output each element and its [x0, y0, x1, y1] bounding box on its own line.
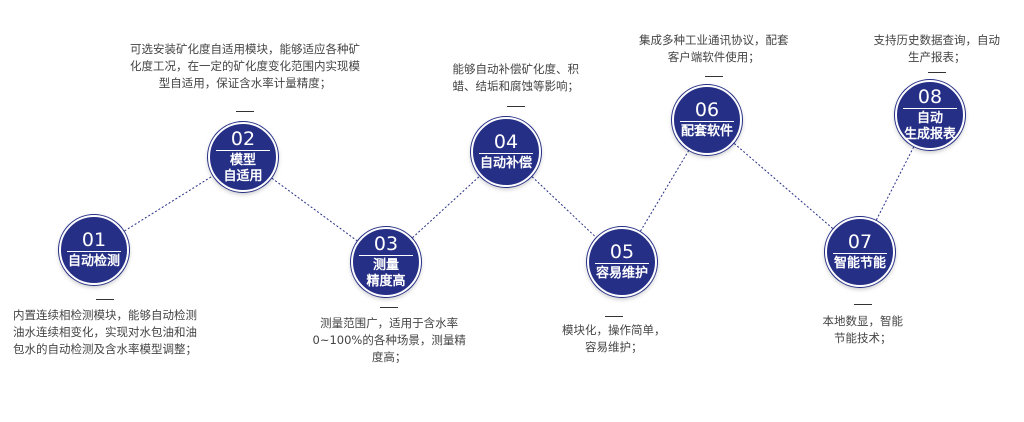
- desc-tick: [380, 307, 398, 308]
- step-divider: [595, 263, 649, 264]
- step-node-03: 03 测量精度高: [351, 227, 421, 297]
- step-number: 05: [609, 241, 635, 263]
- description-line: 油水连续相变化，实现对水包油和油: [13, 325, 197, 339]
- desc-tick: [507, 106, 525, 107]
- step-node-01: 01 自动检测: [59, 215, 129, 285]
- desc-tick: [236, 111, 254, 112]
- step-title: 配套软件: [680, 124, 733, 139]
- step-description-07: 本地数显，智能节能技术；: [823, 313, 904, 347]
- step-number: 07: [847, 231, 873, 253]
- description-line: 模块化，操作简单，: [562, 323, 666, 337]
- desc-tick: [96, 299, 114, 300]
- step-number: 06: [694, 99, 720, 121]
- description-line: 能够自动补偿矿化度、积: [452, 62, 580, 76]
- step-divider: [680, 121, 734, 122]
- step-title: 自动检测: [67, 254, 120, 269]
- step-title: 自动: [916, 111, 943, 126]
- step-node-05: 05 容易维护: [587, 227, 657, 297]
- step-divider: [216, 150, 270, 151]
- step-number: 08: [917, 86, 943, 108]
- description-line: 可选安装矿化度自适用模块，能够适应各种矿: [130, 42, 360, 56]
- step-node-08: 08 自动生成报表: [895, 80, 965, 150]
- connector-3-4: [385, 151, 507, 263]
- description-line: 容易维护；: [585, 340, 643, 354]
- step-node-04: 04 自动补偿: [471, 117, 541, 187]
- step-divider: [833, 253, 887, 254]
- step-description-04: 能够自动补偿矿化度、积蜡、结垢和腐蚀等影响；: [453, 61, 580, 95]
- step-title: 自动补偿: [479, 156, 532, 171]
- step-number: 01: [81, 229, 107, 251]
- step-title: 自适用: [223, 169, 263, 184]
- desc-tick: [705, 76, 723, 77]
- step-divider: [67, 251, 121, 252]
- step-node-02: 02 模型自适用: [208, 122, 278, 192]
- step-divider: [479, 153, 533, 154]
- step-number: 02: [230, 128, 256, 150]
- step-title: 精度高: [366, 274, 406, 289]
- step-node-07: 07 智能节能: [825, 217, 895, 287]
- description-line: 节能技术；: [834, 331, 892, 345]
- description-line: 客户端软件使用；: [667, 50, 760, 64]
- description-line: 0~100%的各种场景，测量精: [312, 333, 466, 347]
- step-divider: [359, 255, 413, 256]
- step-description-06: 集成多种工业通讯协议，配套客户端软件使用；: [639, 32, 789, 66]
- description-line: 支持历史数据查询，自动: [873, 33, 1001, 47]
- step-description-05: 模块化，操作简单， 容易维护；: [562, 322, 666, 356]
- description-line: 生产报表；: [908, 50, 966, 64]
- step-description-02: 可选安装矿化度自适用模块，能够适应各种矿化度工况，在一定的矿化度变化范围内实现模…: [130, 41, 360, 92]
- desc-tick: [854, 304, 872, 305]
- description-line: 本地数显，智能: [822, 314, 904, 328]
- step-description-03: 测量范围广，适用于含水率 0~100%的各种场景，测量精度高；: [313, 315, 466, 366]
- description-line: 度高；: [371, 350, 407, 364]
- description-line: 化度工况，在一定的矿化度变化范围内实现模: [130, 59, 360, 73]
- step-description-08: 支持历史数据查询，自动生产报表；: [874, 32, 1001, 66]
- step-divider: [903, 108, 957, 109]
- description-line: 内置连续相检测模块，能够自动检测: [13, 308, 197, 322]
- desc-tick: [928, 72, 946, 73]
- step-number: 03: [373, 233, 399, 255]
- description-line: 包水的自动检测及含水率模型调整；: [13, 342, 197, 356]
- step-description-01: 内置连续相检测模块，能够自动检测油水连续相变化，实现对水包油和油包水的自动检测及…: [13, 307, 197, 358]
- description-line: 测量范围广，适用于含水率: [320, 316, 459, 330]
- step-title: 生成报表: [903, 127, 956, 142]
- step-number: 04: [493, 131, 519, 153]
- step-title: 智能节能: [833, 256, 886, 271]
- description-line: 集成多种工业通讯协议，配套: [639, 33, 789, 47]
- description-line: 蜡、结垢和腐蚀等影响；: [452, 79, 580, 93]
- description-line: 型自适用，保证含水率计量精度；: [158, 76, 332, 90]
- desc-tick: [605, 316, 623, 317]
- step-title: 容易维护: [595, 266, 648, 281]
- step-node-06: 06 配套软件: [672, 85, 742, 155]
- step-title: 测量: [372, 258, 399, 273]
- step-title: 模型: [229, 153, 256, 168]
